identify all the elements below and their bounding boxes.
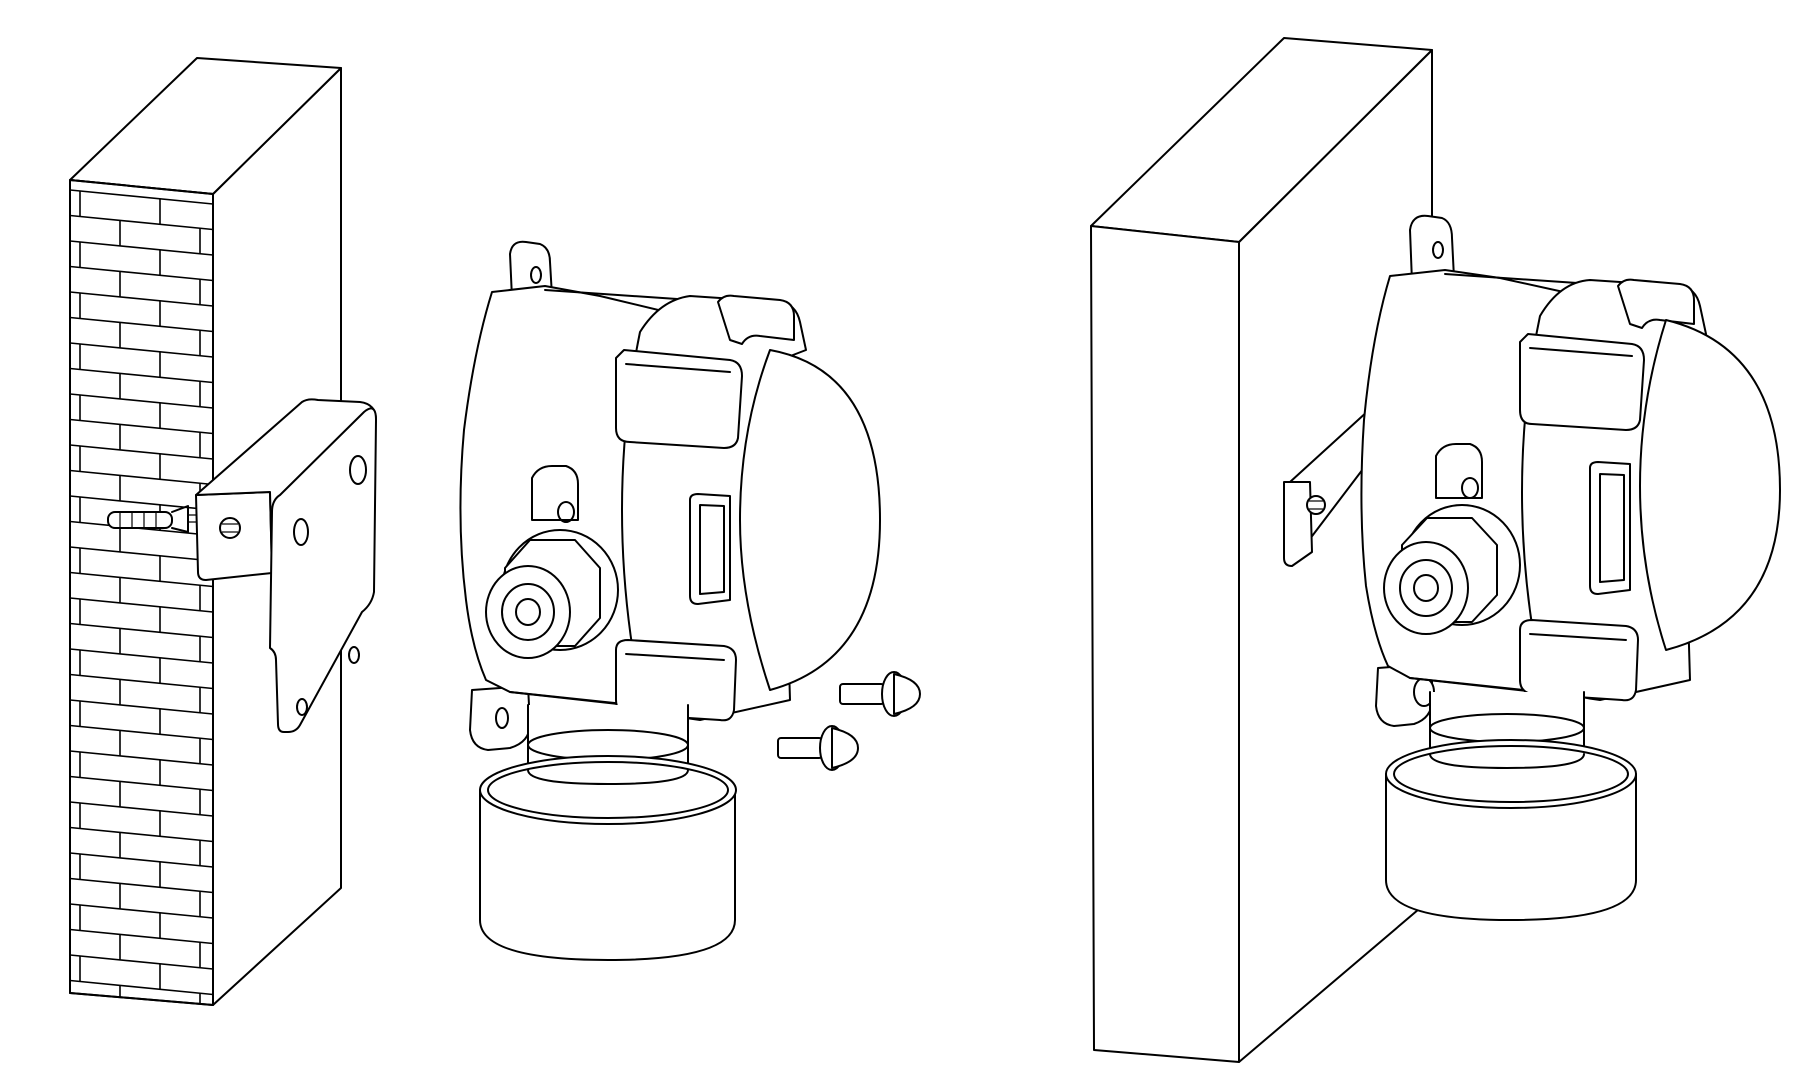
brick-course-line — [70, 418, 213, 435]
brick-course-line — [70, 877, 213, 894]
brick-course-line — [70, 648, 213, 664]
brick-course-line — [70, 852, 213, 868]
brick-course-line — [70, 979, 213, 996]
brick-course-line — [70, 393, 213, 409]
brick-course-line — [70, 495, 213, 511]
brick-course-line — [70, 903, 213, 919]
screw-upper — [839, 671, 921, 717]
brick-course-line — [70, 673, 213, 690]
bracket-screws — [777, 671, 921, 771]
brick-course-line — [70, 291, 213, 307]
brick-course-line — [70, 750, 213, 766]
brick-course-line — [70, 928, 213, 945]
mounting-bracket-assembled — [1283, 399, 1386, 567]
brick-course-line — [70, 342, 213, 358]
brick-course-line — [70, 316, 213, 333]
screw-lower — [777, 725, 859, 771]
right-panel-assembled — [1090, 37, 1781, 1063]
brick-course-line — [70, 546, 213, 562]
brick-course-line — [70, 214, 213, 231]
brick-course-line — [70, 444, 213, 460]
brick-course-line — [70, 571, 213, 588]
gas-detector-housing — [459, 240, 881, 961]
brick-course-line — [70, 724, 213, 741]
brick-course-line — [70, 597, 213, 613]
mounting-bracket — [195, 398, 377, 733]
brick-course-line — [70, 826, 213, 843]
brick-course-line — [70, 367, 213, 384]
brick-course-line — [70, 469, 213, 486]
gas-detector-housing-assembled — [1360, 214, 1781, 921]
brick-course-line — [70, 265, 213, 282]
brick-course-line — [70, 954, 213, 970]
brick-course-line — [70, 775, 213, 792]
brick-course-line — [70, 189, 213, 205]
brick-course-line — [70, 801, 213, 817]
brick-course-line — [70, 240, 213, 256]
brick-course-line — [70, 622, 213, 639]
brick-course-line — [70, 699, 213, 715]
brick-wall-block — [69, 57, 342, 1006]
left-panel-exploded — [69, 57, 921, 1006]
